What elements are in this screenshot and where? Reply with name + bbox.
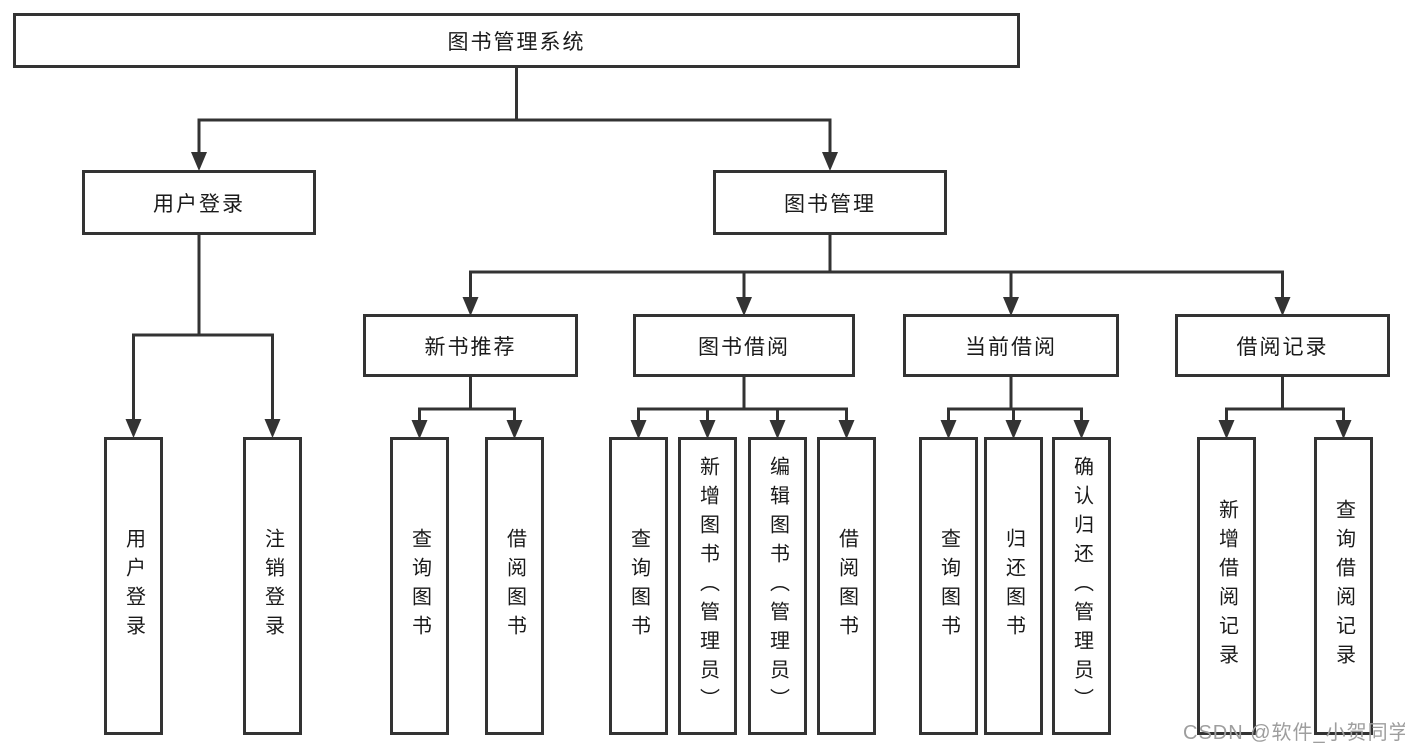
node-label: 新书推荐 [424,335,517,359]
leaf-add-borrow-record: 新增借阅记录 [1197,437,1256,735]
watermark: CSDN @软件_小贺同学 [1183,722,1405,744]
node-library-management-system: 图书管理系统 [13,13,1020,68]
node-label: 图书管理系统 [447,30,586,54]
node-new-book-recommendation: 新书推荐 [363,314,578,377]
node-label: 查询图书 [627,528,650,644]
leaf-edit-book-admin: 编辑图书（管理员） [748,437,807,735]
leaf-add-book-admin: 新增图书（管理员） [678,437,737,735]
node-label: 查询图书 [937,528,960,644]
node-label: 借阅图书 [503,528,526,644]
leaf-borrow-books-recommend: 借阅图书 [485,437,544,735]
node-label: 当前借阅 [965,335,1057,359]
node-label: 编辑图书（管理员） [766,455,789,717]
leaf-query-books-recommend: 查询图书 [390,437,449,735]
node-label: 图书管理 [784,192,876,216]
leaf-user-login: 用户登录 [104,437,163,735]
node-label: 归还图书 [1002,528,1025,644]
node-label: 新增借阅记录 [1215,499,1238,673]
leaf-confirm-return-admin: 确认归还（管理员） [1052,437,1111,735]
node-borrowing-records: 借阅记录 [1175,314,1390,377]
node-label: 借阅记录 [1236,335,1329,359]
leaf-borrow-books: 借阅图书 [817,437,876,735]
node-label: 注销登录 [261,528,284,644]
node-book-borrowing: 图书借阅 [633,314,855,377]
node-label: 新增图书（管理员） [696,455,719,717]
leaf-query-books-current: 查询图书 [919,437,978,735]
node-label: 查询借阅记录 [1332,499,1355,673]
node-label: 用户登录 [153,192,245,216]
node-label: 用户登录 [122,528,145,644]
leaf-query-books-borrow: 查询图书 [609,437,668,735]
node-book-management: 图书管理 [713,170,947,235]
leaf-query-borrow-record: 查询借阅记录 [1314,437,1373,735]
leaf-return-book: 归还图书 [984,437,1043,735]
node-label: 借阅图书 [835,528,858,644]
leaf-logout: 注销登录 [243,437,302,735]
node-label: 图书借阅 [698,335,790,359]
node-current-borrowing: 当前借阅 [903,314,1119,377]
node-label: 查询图书 [408,528,431,644]
node-user-login: 用户登录 [82,170,316,235]
node-label: 确认归还（管理员） [1070,455,1093,717]
